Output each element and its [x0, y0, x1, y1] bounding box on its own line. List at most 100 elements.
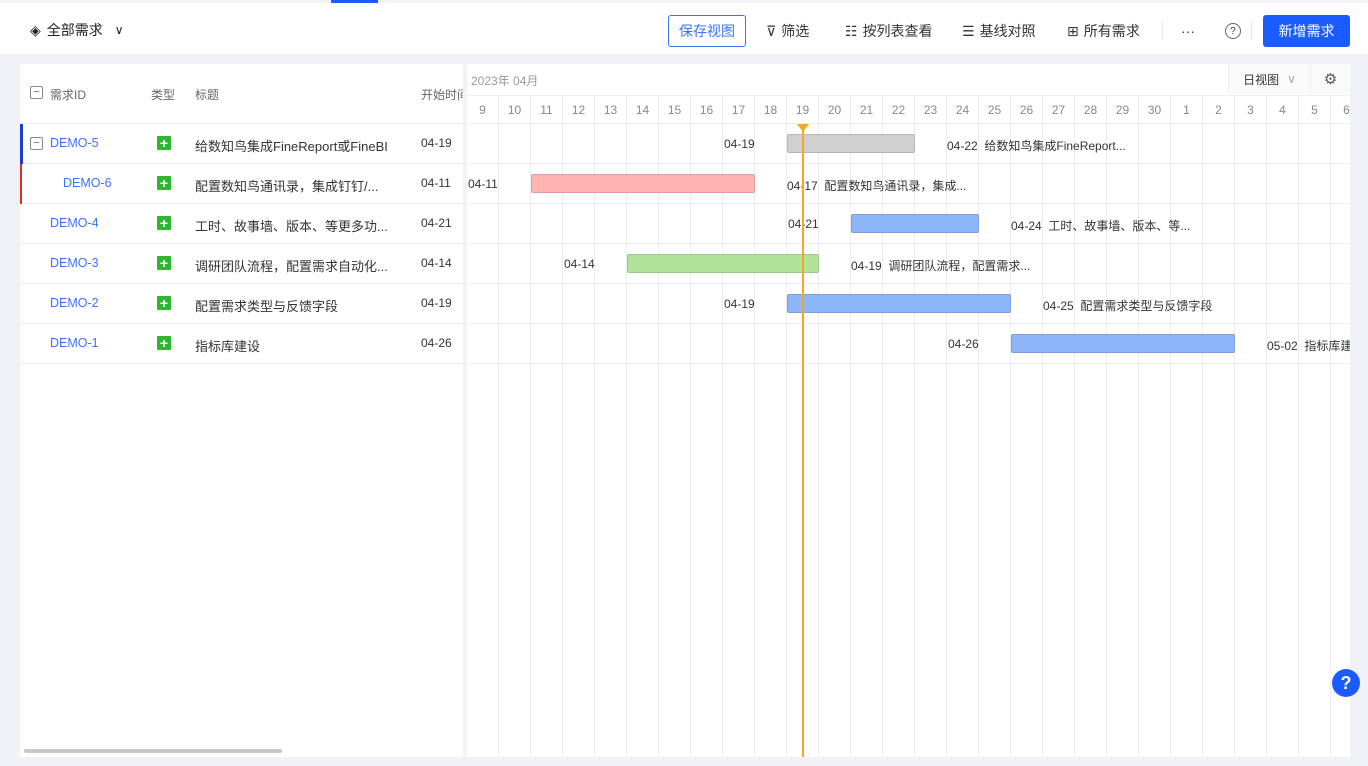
- more-button[interactable]: ···: [1181, 23, 1195, 39]
- chevron-down-icon: ∨: [114, 23, 124, 37]
- view-selector[interactable]: ◈ 全部需求 ∨: [30, 20, 124, 40]
- list-view-label: 按列表查看: [862, 23, 933, 39]
- requirement-type-icon: +: [157, 296, 171, 310]
- help-float-button[interactable]: ?: [1332, 669, 1360, 697]
- help-icon[interactable]: ?: [1225, 23, 1241, 39]
- requirement-id-link[interactable]: DEMO-5: [50, 136, 99, 150]
- row-line: [467, 243, 1350, 244]
- day-cell: 21: [851, 96, 883, 125]
- row-line: [467, 163, 1350, 164]
- grid-line: [818, 124, 819, 757]
- day-cell: 10: [499, 96, 531, 125]
- day-cell: 28: [1075, 96, 1107, 125]
- collapse-all-icon[interactable]: −: [30, 86, 43, 99]
- requirement-id-link[interactable]: DEMO-2: [50, 296, 99, 310]
- grid-line: [914, 124, 915, 757]
- day-cell: 15: [659, 96, 691, 125]
- grid-line: [1330, 124, 1331, 757]
- gantt-bar[interactable]: [787, 134, 915, 153]
- filter-button[interactable]: ⊽筛选: [766, 15, 809, 47]
- list-view-button[interactable]: ☷按列表查看: [845, 15, 933, 47]
- day-cell: 17: [723, 96, 755, 125]
- grid-line: [658, 124, 659, 757]
- grid-line: [850, 124, 851, 757]
- gantt-bar[interactable]: [1011, 334, 1235, 353]
- selection-indicator: [20, 164, 22, 204]
- grid-line: [1138, 124, 1139, 757]
- requirement-title[interactable]: 配置需求类型与反馈字段: [195, 299, 339, 314]
- header-id: 需求ID: [50, 88, 87, 102]
- settings-gear-icon[interactable]: ⚙: [1310, 64, 1350, 94]
- grid-line: [1170, 124, 1171, 757]
- bar-end-label: 04-25 配置需求类型与反馈字段: [1043, 297, 1212, 314]
- bar-title: 给数知鸟集成FineReport...: [984, 139, 1126, 153]
- day-cell: 29: [1107, 96, 1139, 125]
- grid-line: [946, 124, 947, 757]
- day-cell: 9: [467, 96, 499, 125]
- bar-title: 指标库建设: [1304, 339, 1350, 353]
- view-mode-select[interactable]: 日视图∨: [1228, 64, 1310, 94]
- grid-line: [1266, 124, 1267, 757]
- requirement-id-link[interactable]: DEMO-1: [50, 336, 99, 350]
- bar-end-date: 05-02: [1267, 339, 1298, 353]
- start-date: 04-14: [421, 256, 452, 270]
- requirement-id-link[interactable]: DEMO-6: [63, 176, 112, 190]
- row-line: [467, 203, 1350, 204]
- bar-title: 工时、故事墙、版本、等...: [1048, 219, 1191, 233]
- requirement-id-link[interactable]: DEMO-3: [50, 256, 99, 270]
- bar-start-label: 04-26: [948, 337, 979, 351]
- grid-line: [1202, 124, 1203, 757]
- all-requirements-button[interactable]: ⊞所有需求: [1067, 15, 1140, 47]
- day-cell: 14: [627, 96, 659, 125]
- grid-line: [1298, 124, 1299, 757]
- requirement-type-icon: +: [157, 136, 171, 150]
- save-view-button[interactable]: 保存视图: [668, 15, 746, 47]
- day-cell: 22: [883, 96, 915, 125]
- day-cell: 1: [1171, 96, 1203, 125]
- divider: [1162, 22, 1163, 40]
- day-cell: 23: [915, 96, 947, 125]
- requirement-type-icon: +: [157, 336, 171, 350]
- gantt-bar[interactable]: [627, 254, 819, 273]
- bar-end-date: 04-24: [1011, 219, 1042, 233]
- table-row[interactable]: DEMO-6+配置数知鸟通讯录，集成钉钉/...04-11: [20, 164, 463, 204]
- start-date: 04-26: [421, 336, 452, 350]
- gantt-bar[interactable]: [787, 294, 1011, 313]
- requirement-title[interactable]: 调研团队流程，配置需求自动化...: [195, 259, 388, 274]
- day-cell: 6: [1331, 96, 1350, 125]
- horizontal-scrollbar[interactable]: [24, 749, 282, 753]
- hierarchy-icon: ⊞: [1067, 22, 1079, 39]
- collapse-icon[interactable]: −: [30, 137, 43, 150]
- start-date: 04-21: [421, 216, 452, 230]
- table-row[interactable]: DEMO-1 + 指标库建设 04-26: [20, 324, 463, 364]
- day-cell: 30: [1139, 96, 1171, 125]
- baseline-icon: ☰: [962, 22, 975, 39]
- requirement-title[interactable]: 工时、故事墙、版本、等更多功...: [195, 219, 388, 234]
- gantt-bar[interactable]: [851, 214, 979, 233]
- table-row[interactable]: DEMO-3+调研团队流程，配置需求自动化...04-14: [20, 244, 463, 284]
- bar-end-label: 04-17 配置数知鸟通讯录，集成...: [787, 177, 966, 194]
- bar-end-date: 04-19: [851, 259, 882, 273]
- grid-line: [530, 124, 531, 757]
- bar-end-label: 04-19 调研团队流程，配置需求...: [851, 257, 1030, 274]
- requirement-title[interactable]: 给数知鸟集成FineReport或FineBI: [195, 139, 388, 154]
- gantt-bar[interactable]: [531, 174, 755, 193]
- row-line: [467, 323, 1350, 324]
- header-title: 标题: [195, 88, 220, 102]
- requirement-type-icon: +: [157, 216, 171, 230]
- requirement-title[interactable]: 指标库建设: [195, 339, 261, 354]
- bar-start-label: 04-14: [564, 257, 595, 271]
- divider: [1251, 22, 1252, 40]
- requirement-title[interactable]: 配置数知鸟通讯录，集成钉钉/...: [195, 179, 379, 194]
- baseline-button[interactable]: ☰基线对照: [962, 15, 1036, 47]
- month-label: 2023年 04月: [471, 74, 539, 88]
- table-row[interactable]: DEMO-4 + 工时、故事墙、版本、等更多功... 04-21: [20, 204, 463, 244]
- table-header: − 需求ID 类型 标题 开始时间: [20, 64, 463, 124]
- grid-line: [562, 124, 563, 757]
- requirement-id-link[interactable]: DEMO-4: [50, 216, 99, 230]
- new-requirement-button[interactable]: 新增需求: [1263, 15, 1350, 47]
- day-cell: 12: [563, 96, 595, 125]
